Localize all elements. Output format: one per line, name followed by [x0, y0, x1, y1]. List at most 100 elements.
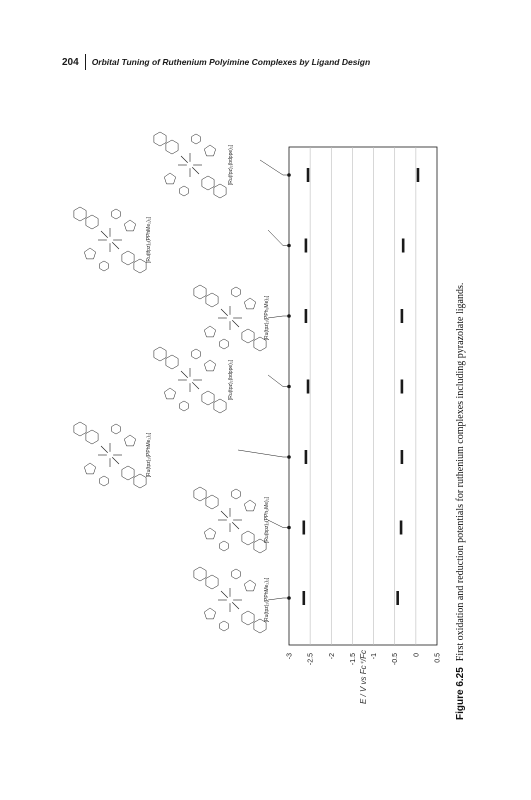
- leader-line: [267, 374, 289, 387]
- complex-structure: [193, 486, 267, 554]
- ring-icon: [219, 620, 229, 632]
- structure-scheme: [Ru(tpz)₂(PPhMe₂)₂] [Ru(bpz)₂(PPh₂Me)₂] [R…: [73, 131, 270, 634]
- y-axis-label: E / V vs Fc⁺/Fc: [359, 650, 368, 704]
- y-tick-label: -1: [371, 653, 378, 659]
- svg-text:Figure 6.25First oxidation and: Figure 6.25 First oxidation and reduction…: [455, 283, 466, 720]
- leader-line: [267, 597, 289, 601]
- figure-caption: Figure 6.25 First oxidation and reduction…: [455, 283, 466, 720]
- ring-icon: [121, 465, 135, 481]
- ring-icon: [153, 346, 167, 362]
- ring-icon: [85, 214, 99, 230]
- ring-icon: [179, 185, 189, 197]
- leader-line: [237, 449, 289, 458]
- data-marks: [302, 168, 420, 605]
- ring-icon: [231, 568, 241, 580]
- y-tick-label: -3: [287, 653, 294, 659]
- ring-icon: [201, 390, 215, 406]
- complex-label: [Ru(tpz)₂(PPhMe₂)₂]: [146, 432, 152, 477]
- ring-icon: [99, 260, 109, 272]
- complex-label: [Ru(tfpz)₂(PPhMe₂)₂]: [146, 216, 152, 263]
- pyrazole-ring-icon: [84, 462, 96, 475]
- ring-icon: [219, 338, 229, 350]
- y-tick-label: -2: [329, 653, 336, 659]
- ring-icon: [253, 336, 267, 352]
- metal-centre-icon: [226, 596, 234, 604]
- ring-icon: [165, 354, 179, 370]
- running-header: 204 Orbital Tuning of Ruthenium Polyimin…: [62, 54, 370, 70]
- ring-icon: [85, 429, 99, 445]
- pyrazole-ring-icon: [244, 297, 256, 310]
- ring-icon: [193, 284, 207, 300]
- y-tick-label: -1.5: [350, 653, 357, 665]
- plot-area: [288, 146, 438, 646]
- ring-icon: [193, 486, 207, 502]
- ring-icon: [121, 250, 135, 266]
- ring-icon: [241, 530, 255, 546]
- pyrazole-ring-icon: [244, 499, 256, 512]
- ring-icon: [73, 421, 87, 437]
- ring-icon: [241, 328, 255, 344]
- ring-icon: [191, 348, 201, 360]
- ring-icon: [111, 208, 121, 220]
- ring-icon: [205, 494, 219, 510]
- pyrazole-ring-icon: [204, 144, 216, 157]
- pyrazole-ring-icon: [124, 434, 136, 447]
- ring-icon: [193, 566, 207, 582]
- pyrazole-ring-icon: [204, 359, 216, 372]
- complex-structure: [193, 566, 267, 634]
- ring-icon: [231, 488, 241, 500]
- metal-centre-icon: [226, 516, 234, 524]
- y-tick-label: 0.5: [435, 653, 442, 663]
- pyrazole-ring-icon: [244, 579, 256, 592]
- complex-label: [Ru(bpz)₂(PPh₂Me)₂]: [264, 496, 270, 543]
- pyrazole-ring-icon: [164, 172, 176, 185]
- pyrazole-ring-icon: [204, 527, 216, 540]
- complex-label: [Ru(tpz)₂(bdppe)₂]: [228, 359, 234, 400]
- ring-icon: [213, 183, 227, 199]
- header-divider: [84, 54, 86, 70]
- pyrazole-ring-icon: [204, 325, 216, 338]
- ring-icon: [219, 540, 229, 552]
- running-title: Orbital Tuning of Ruthenium Polyimine Co…: [91, 57, 371, 67]
- ring-icon: [231, 286, 241, 298]
- caption-text: First oxidation and reduction potentials…: [455, 283, 466, 662]
- leader-lines: [237, 159, 291, 601]
- ring-icon: [111, 423, 121, 435]
- leader-line: [259, 159, 289, 176]
- grid: [309, 147, 417, 645]
- y-tick-label: -2.5: [308, 653, 315, 665]
- complex-structure: [73, 421, 147, 489]
- y-tick-label: -0.5: [392, 653, 399, 665]
- pyrazole-ring-icon: [124, 219, 136, 232]
- metal-centre-icon: [186, 161, 194, 169]
- ring-icon: [153, 131, 167, 147]
- page-number: 204: [62, 56, 79, 68]
- caption-label: Figure 6.25: [455, 667, 466, 720]
- ring-icon: [253, 618, 267, 634]
- ring-icon: [133, 258, 147, 274]
- ring-icon: [213, 398, 227, 414]
- complex-label: [Ru(tpz)₂(PPh₂Me)₂]: [264, 295, 270, 340]
- pyrazole-ring-icon: [204, 607, 216, 620]
- complex-label: [Ru(tpz)₂(PPhMe₂)₂]: [264, 577, 270, 622]
- ring-icon: [73, 206, 87, 222]
- metal-centre-icon: [106, 236, 114, 244]
- leader-line: [267, 315, 289, 319]
- leader-line: [267, 519, 289, 528]
- complex-label: [Ru(fpz)₂(bdppe)₂]: [228, 144, 234, 185]
- leader-line: [267, 229, 289, 246]
- ring-icon: [241, 610, 255, 626]
- ring-icon: [205, 574, 219, 590]
- ring-icon: [99, 475, 109, 487]
- ring-icon: [191, 133, 201, 145]
- complex-structure: [153, 346, 227, 414]
- ring-icon: [253, 538, 267, 554]
- metal-centre-icon: [106, 451, 114, 459]
- ring-icon: [205, 292, 219, 308]
- ring-icon: [165, 139, 179, 155]
- metal-centre-icon: [226, 314, 234, 322]
- pyrazole-ring-icon: [164, 387, 176, 400]
